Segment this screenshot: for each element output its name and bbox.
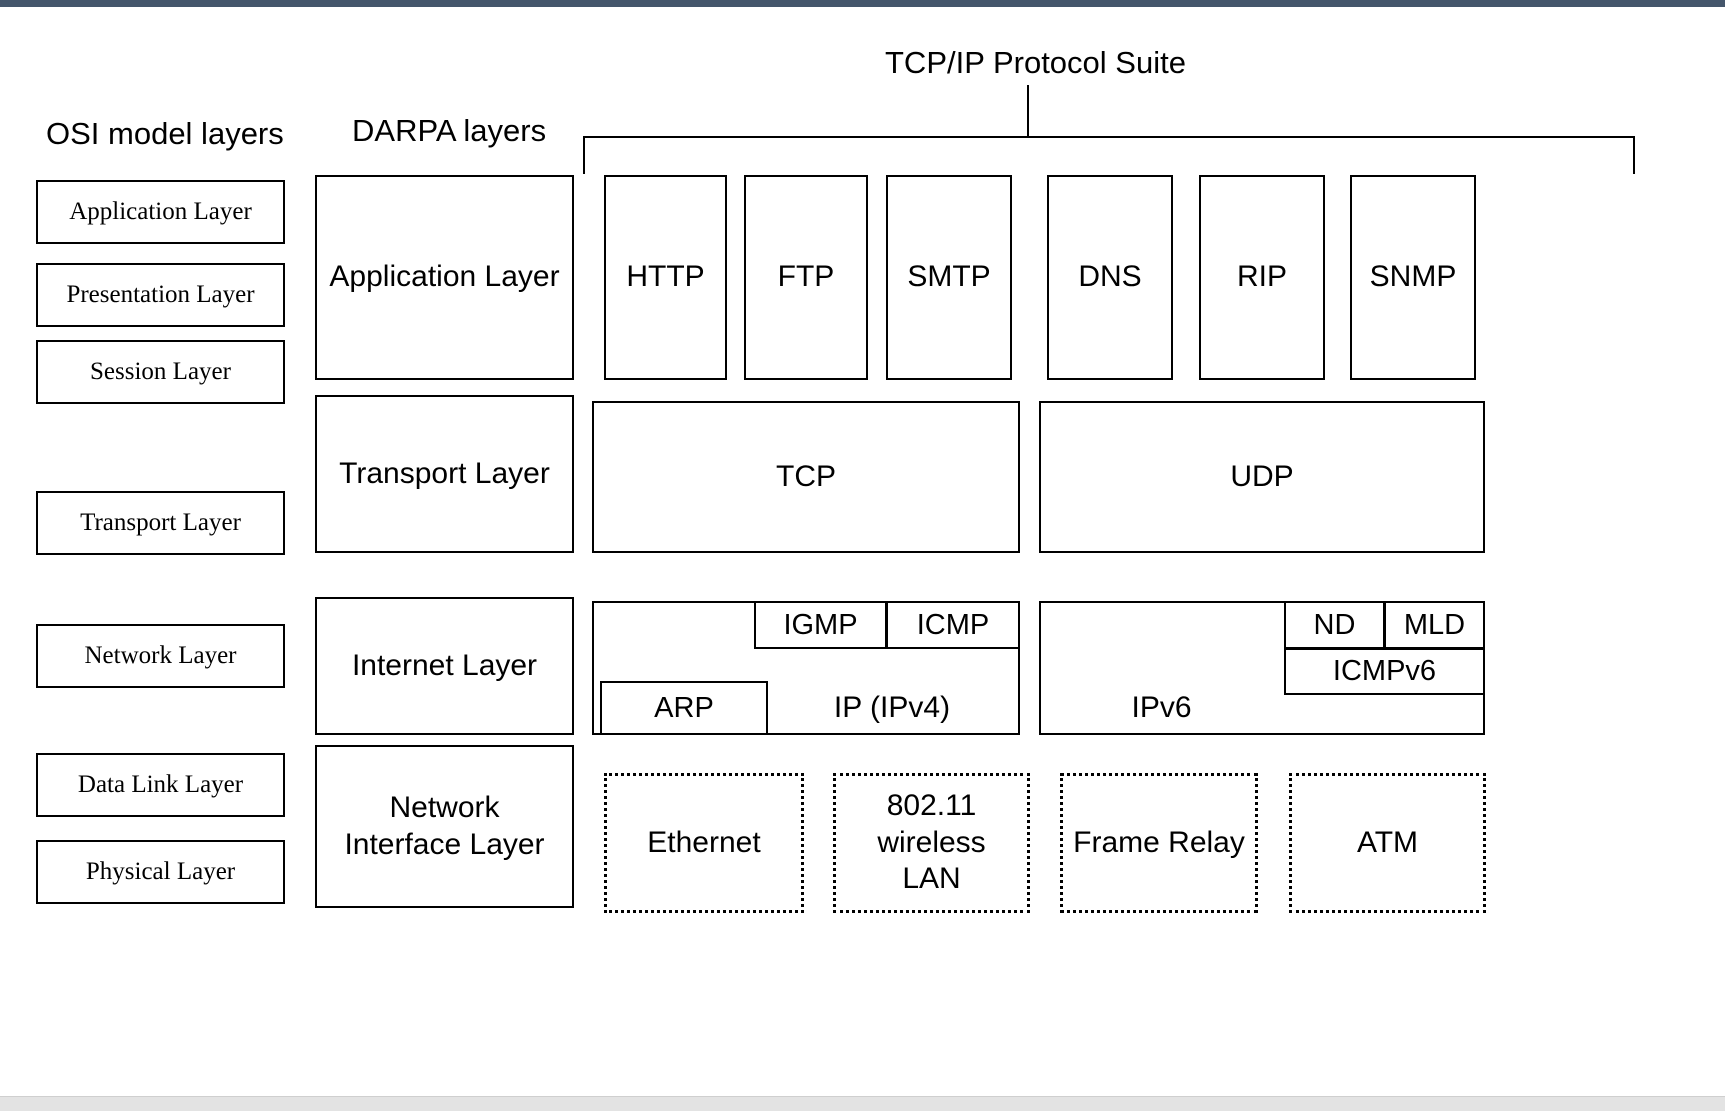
darpa-layer-transport[interactable]: Transport Layer [315,395,574,553]
darpa-layer-network-interface[interactable]: Network Interface Layer [315,745,574,908]
network-tech-wireless-lan[interactable]: 802.11 wireless LAN [833,773,1030,913]
network-tech-wireless-lan-line2: wireless [877,825,986,859]
protocol-box-http[interactable]: HTTP [604,175,727,380]
osi-layer-physical[interactable]: Physical Layer [36,840,285,904]
protocol-box-ftp[interactable]: FTP [744,175,868,380]
suite-title: TCP/IP Protocol Suite [885,45,1186,80]
protocol-box-tcp[interactable]: TCP [592,401,1020,553]
column-heading-osi: OSI model layers [46,116,284,151]
window-bottom-bar [0,1096,1725,1111]
protocol-cell-mld[interactable]: MLD [1384,601,1485,649]
protocol-cell-icmp[interactable]: ICMP [886,601,1020,649]
bracket-stem [1027,85,1029,137]
osi-layer-application[interactable]: Application Layer [36,180,285,244]
network-tech-wireless-lan-line3: LAN [902,862,961,896]
darpa-layer-application[interactable]: Application Layer [315,175,574,380]
network-tech-ethernet[interactable]: Ethernet [604,773,804,913]
window-top-bar [0,0,1725,7]
network-tech-frame-relay[interactable]: Frame Relay [1060,773,1258,913]
suite-bracket [583,136,1635,174]
network-tech-wireless-lan-line1: 802.11 [886,789,977,823]
protocol-box-dns[interactable]: DNS [1047,175,1173,380]
protocol-cell-icmpv6[interactable]: ICMPv6 [1284,648,1485,695]
network-tech-atm[interactable]: ATM [1289,773,1486,913]
protocol-box-smtp[interactable]: SMTP [886,175,1012,380]
osi-layer-data-link[interactable]: Data Link Layer [36,753,285,817]
protocol-box-rip[interactable]: RIP [1199,175,1325,380]
osi-layer-transport[interactable]: Transport Layer [36,491,285,555]
column-heading-darpa: DARPA layers [352,113,547,148]
protocol-label-ipv4[interactable]: IP (IPv4) [833,691,951,724]
protocol-cell-igmp[interactable]: IGMP [754,601,887,649]
osi-layer-network[interactable]: Network Layer [36,624,285,688]
osi-layer-presentation[interactable]: Presentation Layer [36,263,285,327]
diagram-canvas: TCP/IP Protocol Suite OSI model layers D… [0,7,1725,1096]
protocol-label-ipv6[interactable]: IPv6 [1131,691,1192,724]
osi-layer-session[interactable]: Session Layer [36,340,285,404]
protocol-cell-nd[interactable]: ND [1284,601,1385,649]
darpa-layer-internet[interactable]: Internet Layer [315,597,574,735]
protocol-box-udp[interactable]: UDP [1039,401,1485,553]
protocol-cell-arp[interactable]: ARP [600,681,768,735]
protocol-box-snmp[interactable]: SNMP [1350,175,1476,380]
